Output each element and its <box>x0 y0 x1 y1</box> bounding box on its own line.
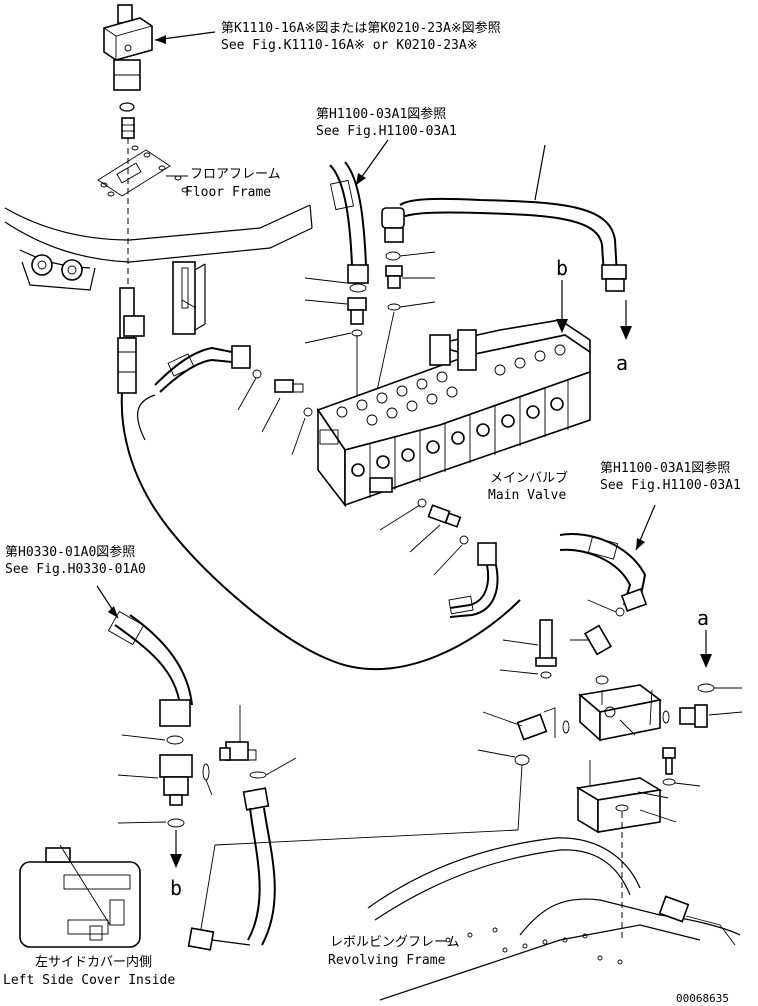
ref-k1110-label-en: See Fig.K1110-16A※ or K0210-23A※ <box>221 38 478 53</box>
right-hose <box>559 504 656 617</box>
right-manifold <box>199 619 743 940</box>
ref-h1100-top-label-jp: 第H1100-03A1図参照 <box>316 106 446 122</box>
lower-middle-hose <box>187 705 297 951</box>
floor-frame-label-en: Floor Frame <box>185 185 271 200</box>
ref-k1110-label-jp: 第K1110-16A※図または第K0210-23A※図参照 <box>221 20 501 36</box>
top-middle-hose <box>304 139 389 400</box>
callout-b-top-arrow <box>556 280 568 333</box>
ref-h0330-label-jp: 第H0330-01A0図参照 <box>5 544 135 560</box>
valve-lower-fittings <box>379 498 499 618</box>
top-switch-assembly <box>103 4 153 335</box>
ref-h1100-right-label-en: See Fig.H1100-03A1 <box>600 478 741 493</box>
left-side-cover-box <box>19 844 141 948</box>
floor-frame-beam <box>4 204 313 335</box>
upper-right-long-hose <box>374 144 632 401</box>
floor-frame-plate <box>97 145 189 197</box>
callout-a-right: a <box>697 606 709 630</box>
ref-h1100-right-label-jp: 第H1100-03A1図参照 <box>600 460 730 476</box>
left-hose-pressure-switch <box>96 585 193 868</box>
left-side-cover-label-jp: 左サイドカバー内側 <box>35 954 152 970</box>
ref-k1110-leader <box>154 31 216 44</box>
callout-a-top: a <box>616 351 628 375</box>
callout-b-top: b <box>556 256 568 280</box>
ref-h0330-label-en: See Fig.H0330-01A0 <box>5 562 146 577</box>
main-valve-label-jp: メインバルブ <box>490 470 568 486</box>
callout-b-bottom: b <box>170 876 182 900</box>
revolving-frame-label-en: Revolving Frame <box>328 953 446 968</box>
revolving-frame-label-jp: レボルビングフレーム <box>330 935 460 950</box>
drawing-number: 00068635 <box>676 992 729 1005</box>
left-elbow-hose <box>137 345 313 441</box>
valve-left-leaders <box>237 377 306 456</box>
left-vertical-hose <box>117 287 521 671</box>
main-valve <box>316 319 591 508</box>
ref-h1100-top-label-en: See Fig.H1100-03A1 <box>316 124 457 139</box>
floor-frame-label-jp: フロアフレーム <box>190 167 281 182</box>
left-side-cover-label-en: Left Side Cover Inside <box>3 973 175 988</box>
revolving-frame <box>367 837 741 1001</box>
main-valve-label-en: Main Valve <box>488 488 566 503</box>
